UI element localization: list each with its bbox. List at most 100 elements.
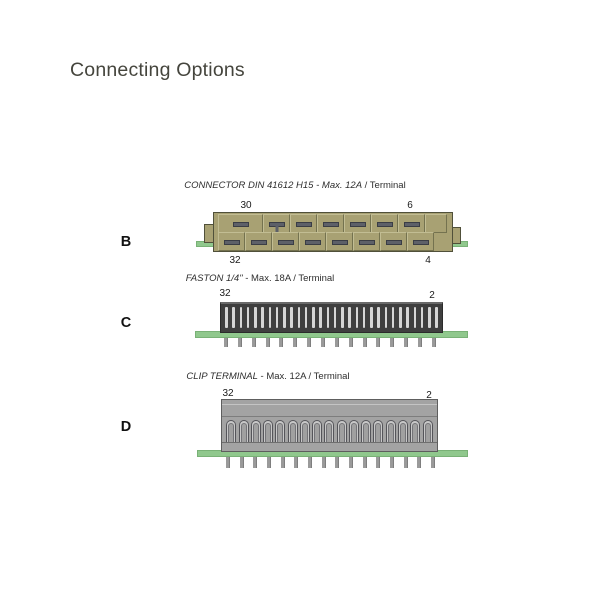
c-faston-blade <box>246 307 250 328</box>
c-solder-pin <box>404 338 409 347</box>
d-pin-number-left: 32 <box>222 388 234 399</box>
c-solder-pin <box>224 338 228 347</box>
b-contact-slot <box>250 240 267 245</box>
section-d-title: CLIP TERMINAL - Max. 12A / Terminal <box>128 371 408 383</box>
d-base-line <box>222 442 437 443</box>
d-clip-contact-inner <box>252 423 259 442</box>
b-contact-slot <box>358 240 375 245</box>
d-solder-pin <box>321 457 326 468</box>
clip-terminal-body <box>221 399 438 452</box>
d-clip-contact-inner <box>277 423 284 442</box>
b-contact-slot <box>322 222 339 227</box>
b-contact-slot <box>304 240 321 245</box>
b-contact-cell <box>371 214 398 233</box>
b-contact-slot <box>277 240 294 245</box>
c-solder-pin <box>390 338 395 347</box>
b-contact-cell <box>290 214 317 233</box>
c-faston-blade <box>225 307 228 328</box>
b-contact-slot <box>331 240 348 245</box>
d-top-highlight <box>222 404 437 405</box>
d-pin-number-right: 2 <box>426 390 432 401</box>
b-contact-cell <box>218 232 245 251</box>
d-solder-pin <box>389 457 394 468</box>
d-solder-pin <box>348 457 353 468</box>
d-solder-pins <box>226 457 435 468</box>
b-contact-slot <box>385 240 402 245</box>
b-contact-cell <box>272 232 299 251</box>
d-clip-contact <box>275 420 286 442</box>
c-faston-blade <box>254 307 257 328</box>
c-faston-blade <box>275 307 279 328</box>
c-faston-blade <box>341 307 344 328</box>
c-solder-pin <box>376 338 381 347</box>
b-contact-cell <box>317 214 344 233</box>
c-faston-blade <box>261 307 264 328</box>
d-solder-pin <box>239 457 244 468</box>
d-solder-pin <box>403 457 408 468</box>
c-pin-number-right: 2 <box>429 290 435 301</box>
c-faston-blade <box>391 307 395 328</box>
c-faston-blade <box>355 307 358 328</box>
c-solder-pin <box>237 338 242 347</box>
c-solder-pin <box>362 338 367 347</box>
b-contact-cell <box>407 232 434 251</box>
b-contact-cell <box>353 232 380 251</box>
section-c-title-italic: FASTON 1/4" <box>185 273 243 284</box>
c-solder-pin <box>418 338 423 347</box>
c-faston-blade <box>420 307 424 328</box>
b-contact-cell <box>218 214 263 233</box>
d-divider-line <box>222 416 437 417</box>
b-contact-cell <box>326 232 353 251</box>
d-clip-row <box>224 418 435 442</box>
d-solder-pin <box>335 457 340 468</box>
d-clip-contact <box>373 420 384 442</box>
b-contact-cell <box>299 232 326 251</box>
d-solder-pin <box>280 457 285 468</box>
b-contact-cell <box>263 214 290 233</box>
b-contact-slot <box>349 222 366 227</box>
b-polarizing-stem <box>275 226 278 232</box>
section-c-letter: C <box>120 315 132 331</box>
c-faston-blade <box>370 307 373 328</box>
d-clip-contact <box>336 420 347 442</box>
d-clip-contact <box>238 420 249 442</box>
d-solder-pin <box>417 457 422 468</box>
section-c-title: FASTON 1/4" - Max. 18A / Terminal <box>120 273 400 285</box>
b-contact-slot <box>376 222 393 227</box>
page-title: Connecting Options <box>70 59 245 81</box>
d-clip-contact-inner <box>424 423 431 442</box>
b-contact-cell <box>344 214 371 233</box>
c-solder-pins <box>224 338 436 347</box>
d-clip-contact <box>299 420 310 442</box>
section-c-title-regular: - Max. 18A / Terminal <box>242 273 335 284</box>
c-solder-pin <box>279 338 284 347</box>
section-b-title-regular: / Terminal <box>362 180 406 191</box>
c-blade-slots <box>225 307 438 328</box>
d-solder-pin <box>307 457 312 468</box>
d-clip-contact-inner <box>338 423 345 442</box>
c-faston-blade <box>304 307 308 328</box>
section-b-title-italic: CONNECTOR DIN 41612 H15 - Max. 12A <box>184 180 363 191</box>
d-solder-pin <box>430 457 435 468</box>
c-solder-pin <box>307 338 312 347</box>
b-contact-slot <box>412 240 429 245</box>
b-contact-cell <box>245 232 272 251</box>
section-d-title-regular: - Max. 12A / Terminal <box>257 371 350 382</box>
d-clip-contact <box>397 420 408 442</box>
d-solder-pin <box>226 457 230 468</box>
faston-header-body <box>220 302 443 333</box>
b-contact-cell <box>380 232 407 251</box>
c-faston-blade <box>268 307 271 328</box>
d-clip-contact <box>287 420 298 442</box>
c-faston-blade <box>232 307 235 328</box>
d-clip-contact-inner <box>301 423 308 442</box>
c-faston-blade <box>312 307 315 328</box>
b-pin-number-top-left: 30 <box>240 200 252 211</box>
d-clip-contact <box>226 420 237 442</box>
section-b-letter: B <box>120 234 132 250</box>
d-clip-contact <box>263 420 274 442</box>
d-clip-contact <box>348 420 359 442</box>
b-contact-slot <box>232 222 249 227</box>
c-faston-blade <box>326 307 329 328</box>
